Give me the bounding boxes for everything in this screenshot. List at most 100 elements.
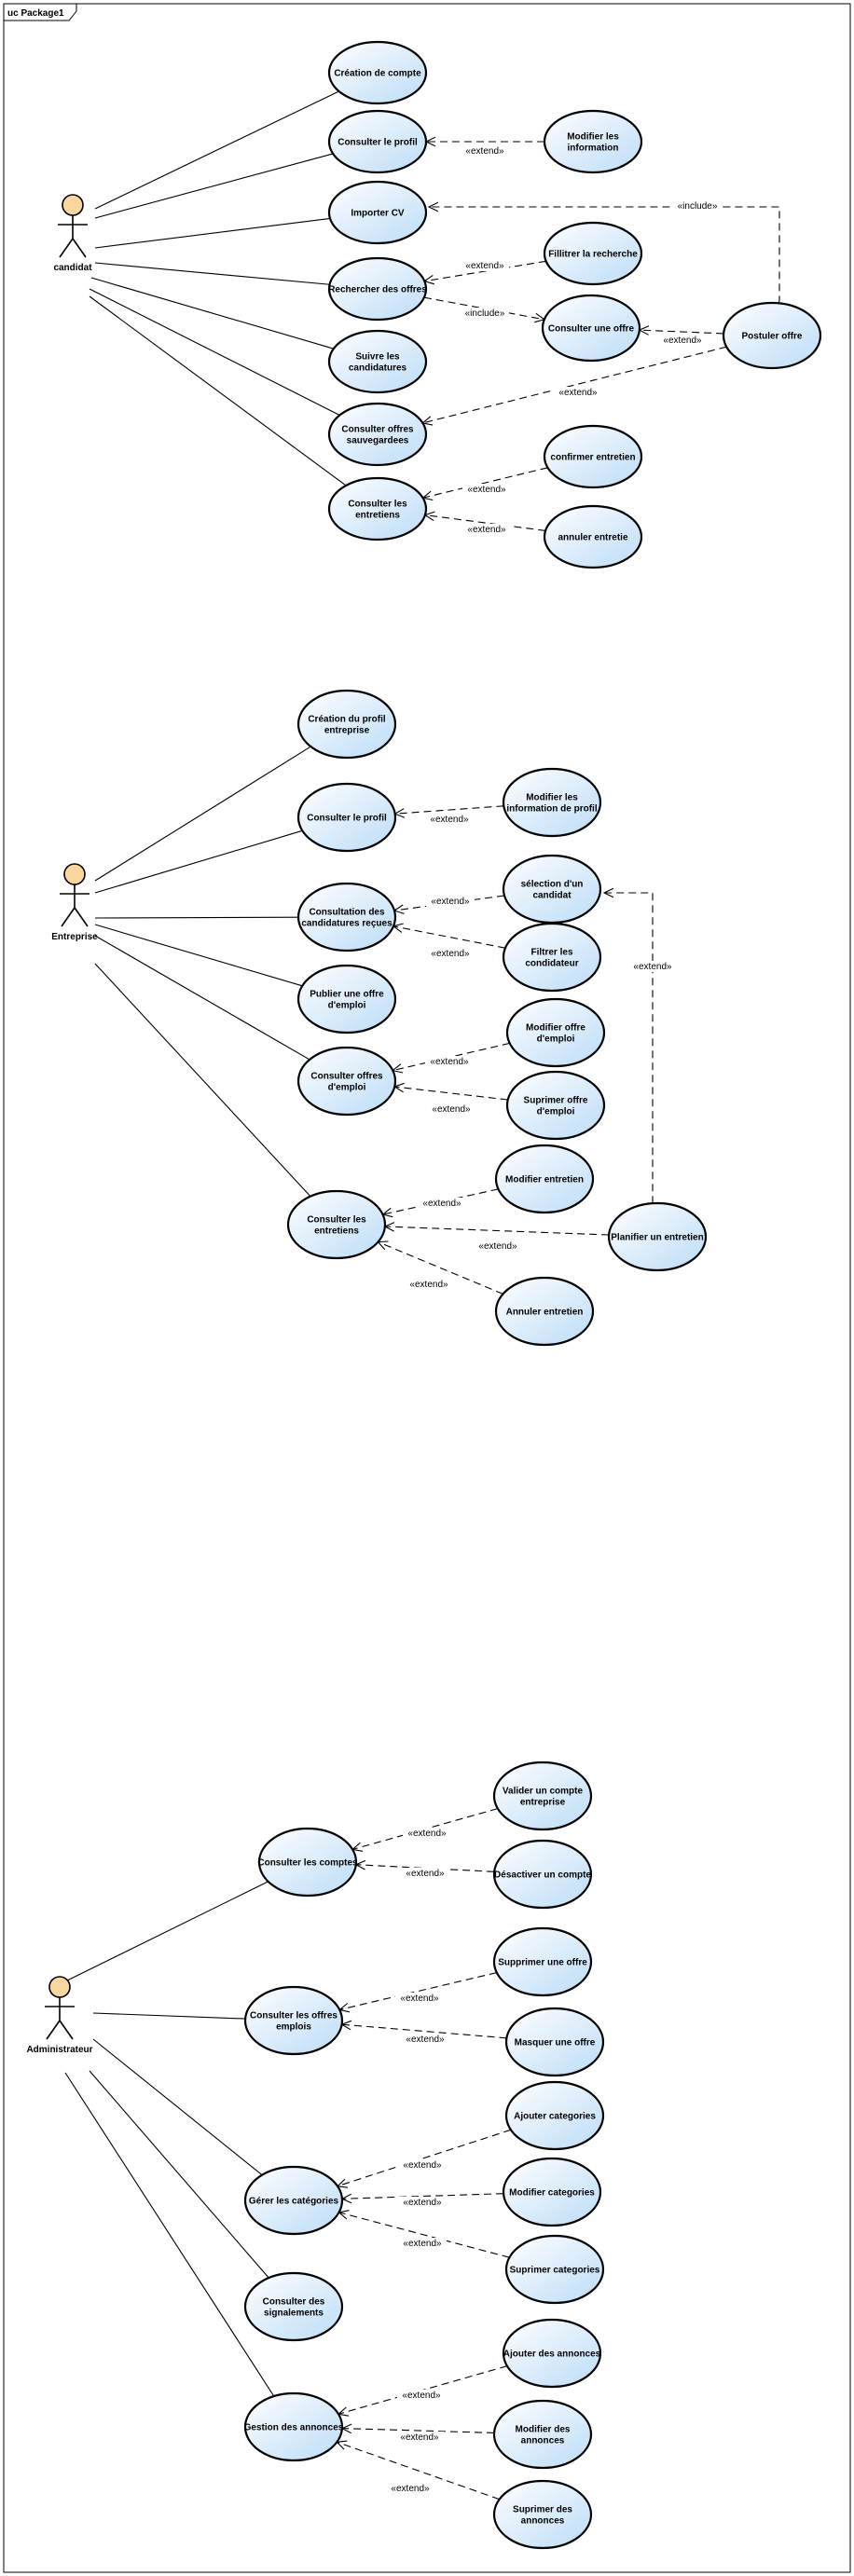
usecase-ellipse: [327, 256, 428, 322]
usecase-ellipse: [505, 997, 606, 1068]
usecase-label: Masquer une offre: [515, 2038, 596, 2048]
usecase-ellipse: [541, 294, 641, 363]
usecase-a5[interactable]: Supprimer une offre: [492, 1926, 593, 1997]
actor-head: [63, 863, 86, 885]
usecase-label: Consulter les offres: [250, 2011, 337, 2021]
usecase-label: Modifier des: [516, 2425, 571, 2435]
relationship-label: «extend»: [467, 485, 506, 495]
usecase-ellipse: [296, 782, 397, 853]
usecase-e2[interactable]: Consulter le profil: [296, 782, 397, 853]
usecase-c12[interactable]: confirmer entretien: [543, 424, 643, 489]
dependency-a6-a4: [341, 2023, 507, 2039]
usecase-c8[interactable]: Postuler offre: [722, 301, 822, 370]
actor-entreprise[interactable]: Entreprise: [51, 863, 98, 942]
usecase-c6[interactable]: Fillitrer la recherche: [543, 221, 643, 286]
usecase-a12[interactable]: Gestion des annonces: [244, 2391, 344, 2462]
association-admin-a12: [64, 2072, 275, 2397]
dependency-a14-a12: [341, 2428, 495, 2433]
relationship-label: «include»: [465, 308, 505, 319]
dependency-e3-e2: [394, 805, 504, 815]
usecase-ellipse: [296, 689, 397, 760]
usecase-e12[interactable]: Modifier entretien: [494, 1144, 595, 1214]
usecase-ellipse: [543, 424, 643, 489]
dependency-a8-a7: [337, 2129, 512, 2187]
usecase-c13[interactable]: annuler entretie: [543, 504, 643, 569]
usecase-c7[interactable]: Consulter une offre: [541, 294, 641, 363]
actor-left-leg: [61, 907, 76, 927]
usecase-a7[interactable]: Gérer les catégories: [243, 2165, 344, 2236]
usecase-a9[interactable]: Modifier categories: [502, 2157, 602, 2227]
usecase-ellipse: [502, 2157, 602, 2227]
actor-left-leg: [46, 2020, 61, 2040]
usecase-label: Création de compte: [334, 69, 421, 79]
relationship-label: «extend»: [403, 2239, 442, 2249]
usecase-label: Planifier un entretien: [611, 1233, 703, 1243]
actor-candidat[interactable]: candidat: [53, 194, 92, 273]
relationship-label: «extend»: [406, 1869, 445, 1879]
relationship-label: «extend»: [403, 2198, 442, 2208]
usecase-a10[interactable]: Suprimer categories: [504, 2234, 605, 2305]
relationship-label: «extend»: [430, 1057, 469, 1067]
relationship-label: «extend»: [431, 949, 470, 959]
usecase-label: sauvegardees: [347, 436, 409, 446]
usecase-a1[interactable]: Consulter les comptes: [257, 1827, 358, 1898]
usecase-label: sélection d'un: [521, 880, 584, 890]
arrowhead-a9-a7: [340, 2193, 352, 2204]
usecase-label: Rechercher des offres: [328, 285, 427, 295]
usecase-e14[interactable]: Annuler entretien: [494, 1276, 595, 1347]
frame-title: uc Package1: [7, 8, 64, 19]
usecase-c4[interactable]: Importer CV: [327, 180, 428, 245]
dependency-e13-e11: [384, 1226, 610, 1236]
usecase-a6[interactable]: Masquer une offre: [504, 2007, 605, 2077]
usecase-a3[interactable]: Désactiver un compte: [492, 1839, 593, 1910]
usecase-ellipse: [543, 221, 643, 286]
usecase-e13[interactable]: Planifier un entretien: [607, 1201, 708, 1272]
actor-right-leg: [74, 907, 89, 927]
association-entreprise-e8: [94, 935, 310, 1061]
dependency-c8-c7: [639, 329, 724, 335]
usecase-a8[interactable]: Ajouter categories: [504, 2080, 605, 2151]
usecase-ellipse: [504, 2234, 605, 2305]
usecase-label: Consulter le profil: [307, 814, 387, 824]
usecase-a13[interactable]: Ajouter des annonces: [502, 2318, 602, 2389]
relationship-label: «extend»: [465, 261, 504, 271]
relationship-label: «extend»: [467, 525, 506, 535]
actor-label: Entreprise: [51, 932, 98, 942]
usecase-label: Suprimer des: [513, 2505, 572, 2515]
usecase-label: Gérer les catégories: [249, 2197, 339, 2207]
label-background: [398, 2197, 447, 2208]
dependency-e13-e5: [604, 892, 654, 1204]
dependency-e14-e11: [378, 1241, 503, 1295]
actor-admin[interactable]: Administrateur: [26, 1976, 93, 2055]
usecase-c5[interactable]: Rechercher des offres: [327, 256, 428, 322]
usecase-ellipse: [492, 1926, 593, 1997]
usecase-label: Gestion des annonces: [244, 2423, 344, 2433]
usecase-label: Désactiver un compte: [494, 1870, 591, 1881]
usecase-ellipse: [492, 1839, 593, 1910]
usecase-c2[interactable]: Consulter le profil: [327, 109, 428, 174]
label-background: [425, 1056, 474, 1067]
usecase-label: entreprise: [520, 1798, 566, 1808]
usecase-c1[interactable]: Création de compte: [327, 40, 428, 105]
